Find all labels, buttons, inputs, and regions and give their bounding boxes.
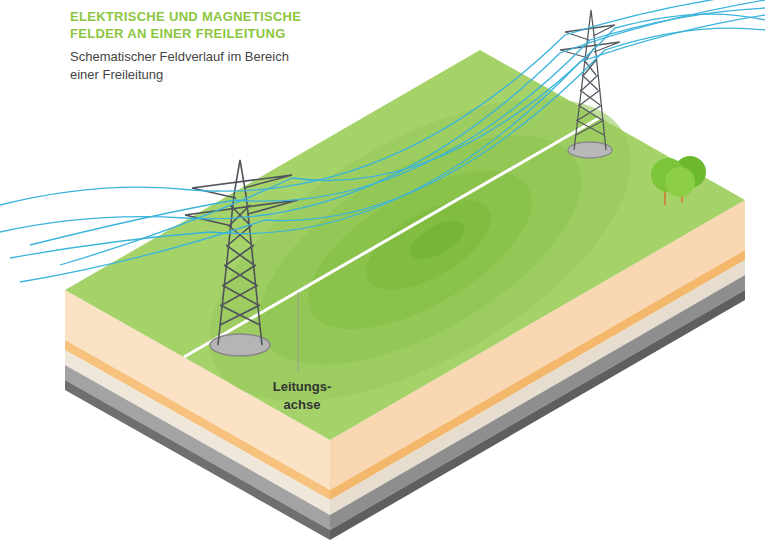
ground-block (65, 50, 745, 540)
trees (651, 156, 706, 205)
tower-near (185, 160, 298, 356)
line-axis (184, 118, 599, 357)
axis-label: Leitungs- achse (262, 378, 342, 414)
conductors (0, 0, 765, 282)
diagram-caption: Schematischer Feldverlauf im Bereich ein… (70, 48, 300, 84)
diagram-title: ELEKTRISCHE UND MAGNETISCHE FELDER AN EI… (70, 8, 320, 42)
leader-line (298, 292, 299, 372)
